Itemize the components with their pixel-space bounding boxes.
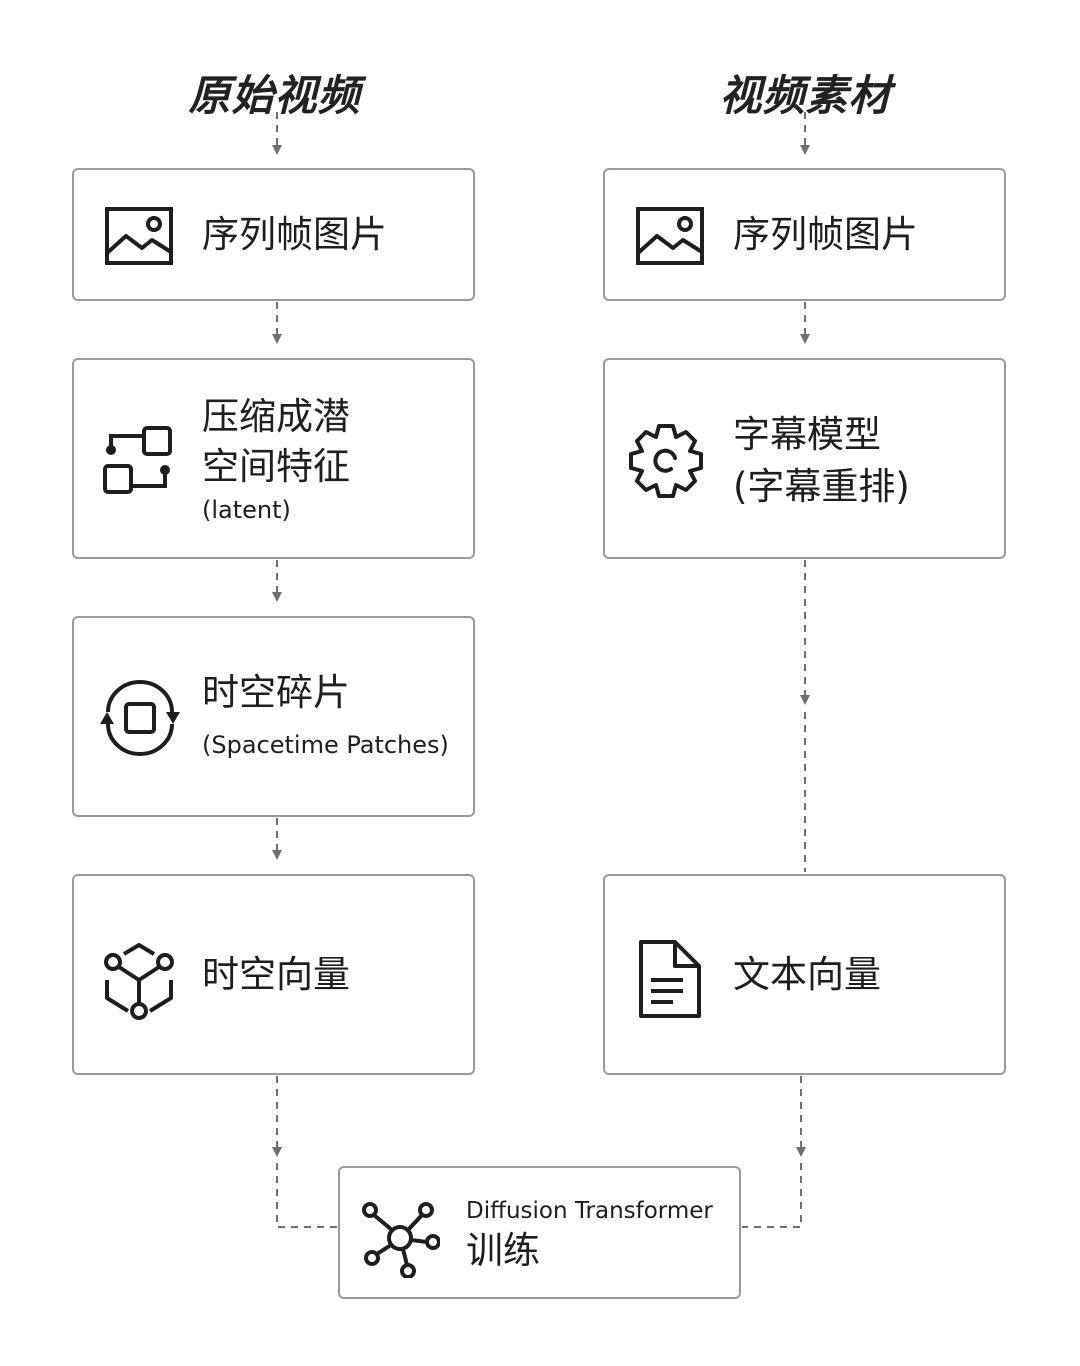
train-label: 训练 <box>466 1229 540 1272</box>
right-column-title: 视频素材 <box>719 71 892 120</box>
document-icon <box>635 938 703 1020</box>
network-icon <box>360 1198 440 1278</box>
left-frames-label: 序列帧图片 <box>202 213 387 256</box>
rotate-icon <box>96 678 184 758</box>
left-latent-line2: 空间特征 <box>202 445 350 488</box>
connector-left-bottom <box>276 1163 338 1228</box>
left-latent-line1: 压缩成潜 <box>202 395 350 438</box>
left-vectors-box: 时空向量 <box>72 874 475 1075</box>
flow-icon <box>102 424 174 496</box>
left-patches-sub: (Spacetime Patches) <box>202 731 449 759</box>
left-latent-box: 压缩成潜 空间特征 (latent) <box>72 358 475 559</box>
left-vectors-label: 时空向量 <box>202 953 350 996</box>
right-text-vectors-label: 文本向量 <box>733 953 881 996</box>
diffusion-transformer-label: Diffusion Transformer <box>466 1198 713 1224</box>
image-icon <box>104 206 174 266</box>
right-frames-label: 序列帧图片 <box>733 213 918 256</box>
right-frames-box: 序列帧图片 <box>603 168 1006 301</box>
cube-network-icon <box>102 940 176 1020</box>
left-column-title: 原始视频 <box>188 71 361 120</box>
left-patches-label: 时空碎片 <box>202 671 350 714</box>
right-caption-line2: (字幕重排) <box>733 465 910 508</box>
left-latent-sub: (latent) <box>202 496 291 524</box>
connector-right-bottom <box>742 1163 802 1228</box>
right-caption-line1: 字幕模型 <box>733 413 881 456</box>
left-frames-box: 序列帧图片 <box>72 168 475 301</box>
image-icon <box>635 206 705 266</box>
gear-icon <box>625 420 707 502</box>
diffusion-transformer-box: Diffusion Transformer 训练 <box>338 1166 741 1299</box>
left-patches-box: 时空碎片 (Spacetime Patches) <box>72 616 475 817</box>
right-text-vectors-box: 文本向量 <box>603 874 1006 1075</box>
right-caption-box: 字幕模型 (字幕重排) <box>603 358 1006 559</box>
